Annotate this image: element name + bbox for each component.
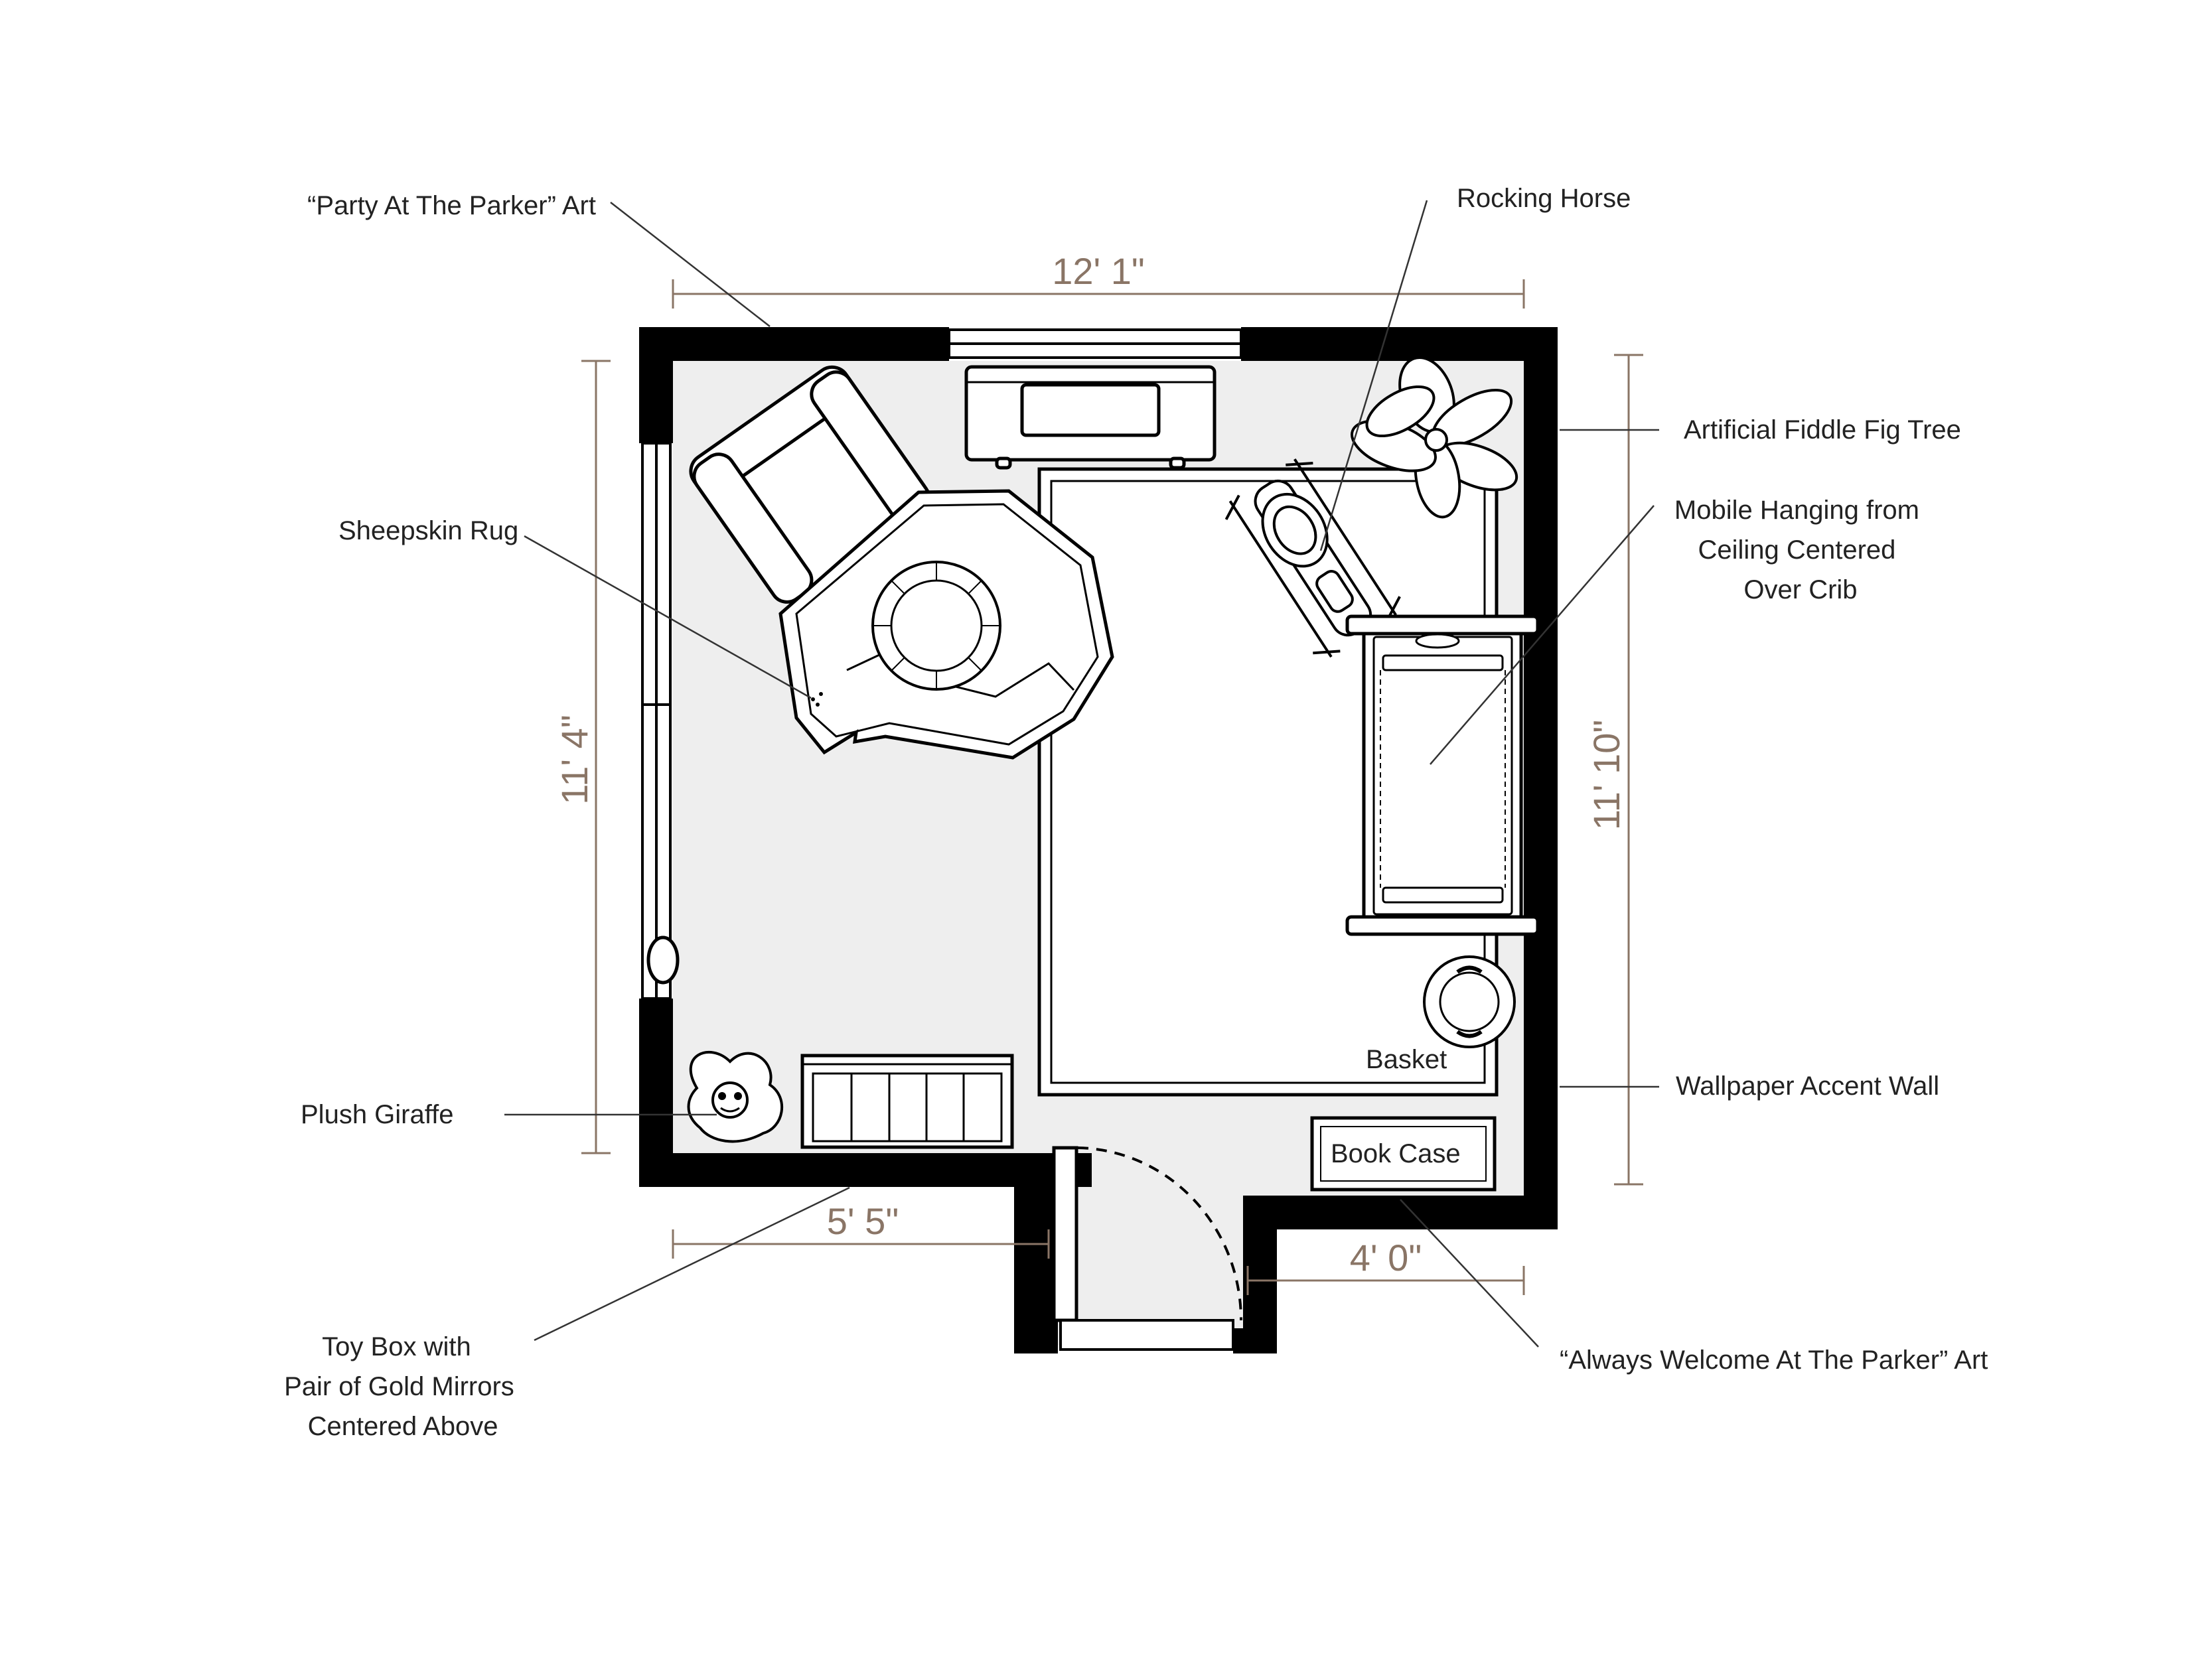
leader-lines [504, 200, 1659, 1348]
label-plush-giraffe: Plush Giraffe [301, 1100, 454, 1129]
room-walls [639, 327, 1558, 1353]
dimension-left: 11' 4" [553, 715, 595, 804]
door-swing [1077, 1146, 1242, 1321]
label-mobile-line-3: Over Crib [1743, 575, 1857, 604]
rocking-horse [1224, 458, 1401, 658]
label-mobile-line-2: Ceiling Centered [1698, 535, 1895, 565]
label-rocking-horse: Rocking Horse [1457, 184, 1631, 213]
label-toy-box-line-2: Pair of Gold Mirrors [284, 1372, 514, 1401]
label-fiddle-fig: Artificial Fiddle Fig Tree [1684, 415, 1961, 445]
label-toy-box-line-3: Centered Above [308, 1412, 498, 1441]
pouf [871, 561, 1001, 691]
door-panel [1052, 1146, 1078, 1322]
label-wallpaper: Wallpaper Accent Wall [1676, 1072, 1939, 1101]
label-welcome-art: “Always Welcome At The Parker” Art [1560, 1346, 1988, 1375]
dimension-bottom-right: 4' 0" [1350, 1237, 1422, 1279]
basket [1423, 955, 1516, 1048]
label-toy-box: Toy Box with Pair of Gold Mirrors Center… [284, 1332, 522, 1441]
label-mobile-line-1: Mobile Hanging from [1674, 496, 1919, 525]
book-case [1310, 1116, 1497, 1192]
plush-giraffe [687, 1050, 783, 1143]
label-basket: Basket [1366, 1045, 1447, 1074]
dimension-lines [581, 279, 1643, 1295]
label-party-art: “Party At The Parker” Art [307, 191, 596, 220]
door-threshold [1059, 1319, 1234, 1351]
top-window [948, 328, 1242, 359]
dresser [964, 365, 1217, 470]
dimension-bottom-left: 5' 5" [827, 1200, 899, 1242]
dimension-right: 11' 10" [1585, 720, 1627, 831]
label-sheepskin-rug: Sheepskin Rug [338, 516, 518, 545]
dimension-top: 12' 1" [1052, 250, 1145, 292]
fiddle-fig-tree [1351, 356, 1518, 519]
label-book-case: Book Case [1331, 1139, 1461, 1168]
label-mobile: Mobile Hanging from Ceiling Centered Ove… [1674, 496, 1927, 604]
wall-knob [646, 935, 680, 985]
toy-box [800, 1054, 1014, 1149]
left-window [641, 442, 672, 1000]
crib [1345, 614, 1540, 936]
label-toy-box-line-1: Toy Box with [322, 1332, 471, 1361]
